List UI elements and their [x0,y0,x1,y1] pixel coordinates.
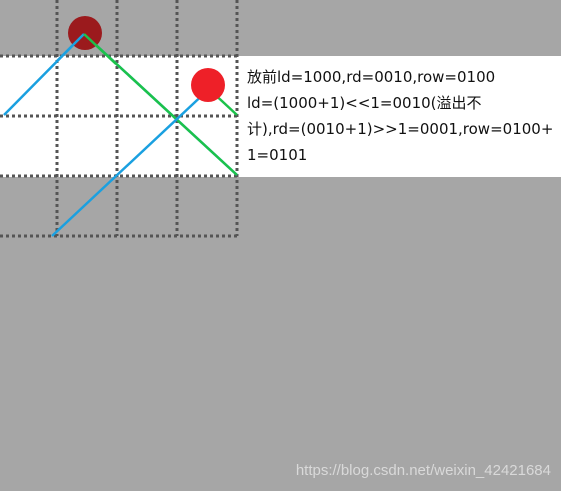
left-diagonal-from-new-queen [51,88,210,237]
explanation-line-2: ld=(1000+1)<<1=0010(溢出不 [247,94,482,112]
bitmask-explanation: 放前ld=1000,rd=0010,row=0100 ld=(1000+1)<<… [247,64,554,168]
new-queen [191,68,225,102]
highlight-row-band [0,56,561,177]
placed-queen-right-diagonal-overlay [83,33,117,65]
placed-queen-left-diagonal-overlay [56,33,85,62]
watermark-url: https://blog.csdn.net/weixin_42421684 [295,462,551,479]
explanation-line-1: 放前ld=1000,rd=0010,row=0100 [247,68,496,86]
explanation-line-4: 1=0101 [247,146,308,164]
explanation-line-3: 计),rd=(0010+1)>>1=0001,row=0100+ [247,120,554,138]
